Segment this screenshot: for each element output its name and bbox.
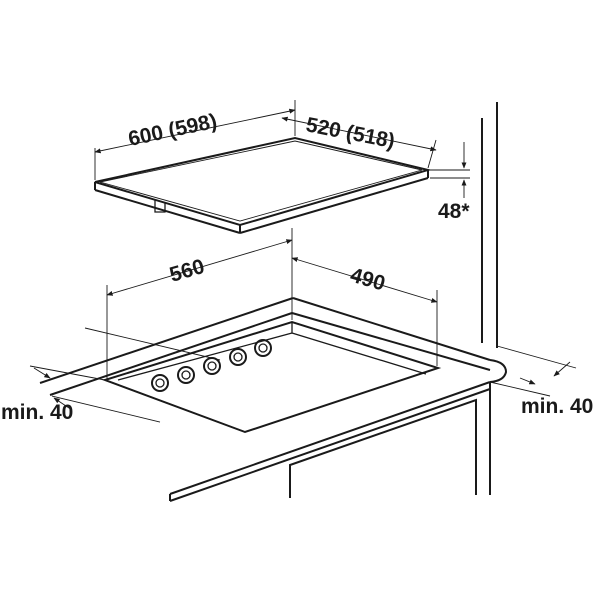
hob-mounting-clip [154, 199, 166, 213]
dimension-hob-depth [281, 116, 437, 169]
min-right-label: min. 40 [521, 395, 593, 418]
hob-glass-inner-edge [99, 140, 423, 222]
dimension-hob-width [94, 100, 296, 180]
dimension-cutout-depth [291, 257, 438, 366]
dial-knob-4 [229, 348, 247, 366]
min-left-label: min. 40 [1, 401, 73, 424]
base-cabinet [289, 389, 491, 498]
side-wall [481, 102, 498, 348]
cutout-depth-label: 490 [348, 264, 388, 296]
hob-height-label: 48* [438, 200, 470, 223]
worktop [39, 297, 508, 502]
hob-depth-label: 520 (518) [304, 113, 397, 153]
worktop-rounded-front-edge [489, 359, 508, 383]
dimension-cutout-width [106, 228, 293, 380]
worktop-cutout [101, 320, 442, 434]
dimension-min-left [29, 327, 221, 423]
dial-knob-5 [254, 339, 272, 357]
cabinet-door-left [289, 398, 477, 498]
cutout-width-label: 560 [167, 255, 207, 287]
dimension-hob-height [430, 142, 470, 198]
hob-appliance [94, 136, 432, 234]
dial-knob-3 [203, 357, 221, 375]
worktop-back-edge [39, 297, 294, 384]
worktop-front-edge [169, 381, 491, 495]
hob-glass-top [94, 136, 432, 227]
dial-knob-1 [151, 374, 169, 392]
hob-width-label: 600 (598) [126, 110, 219, 151]
dimension-min-right [489, 345, 577, 397]
dial-knob-2 [177, 366, 195, 384]
